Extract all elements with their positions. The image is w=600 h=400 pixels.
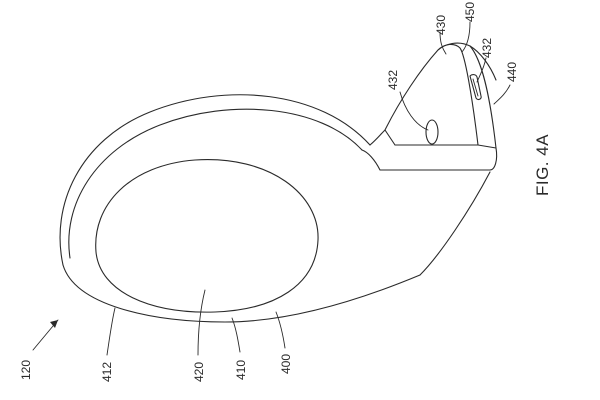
button-right-inner [472,78,479,97]
module-side-wall [469,45,497,149]
button-left [425,119,439,145]
leader-432-right [476,57,487,83]
inner-ring-outline [95,159,319,313]
ring-body [59,94,421,323]
label-450: 450 [463,2,477,22]
neck-front-curve [369,129,386,146]
outer-ring-edge [59,94,371,266]
label-432-right: 432 [480,38,494,58]
neck-upper-edge [361,149,491,171]
figure-caption: FIG. 4A [533,134,552,196]
neck-right-edge [489,147,498,171]
label-412: 412 [100,362,114,382]
neck-lower-edge [419,171,491,276]
module-bottom-edge [394,144,497,149]
label-400: 400 [279,354,293,374]
label-432-left: 432 [386,70,400,90]
outer-ring-lower-edge [62,264,421,323]
label-410: 410 [234,360,248,380]
leader-400 [275,311,286,349]
label-120: 120 [19,360,33,380]
leader-432-left [399,91,429,131]
leader-430 [439,31,447,55]
module-face [384,43,479,146]
leader-412 [106,307,116,356]
leader-440 [493,84,511,105]
leader-410 [231,317,241,353]
leader-420 [197,289,206,356]
ring-thickness-edge [68,108,363,259]
reference-labels: 430 450 432 440 432 420 412 410 400 120 [19,2,519,382]
leader-450 [461,21,471,53]
button-right-slot [469,74,482,101]
arrowhead-120 [50,320,58,328]
label-430: 430 [434,15,448,35]
label-440: 440 [505,62,519,82]
label-420: 420 [192,362,206,382]
neck [361,129,498,276]
top-module [384,42,497,149]
leader-lines [32,21,511,356]
